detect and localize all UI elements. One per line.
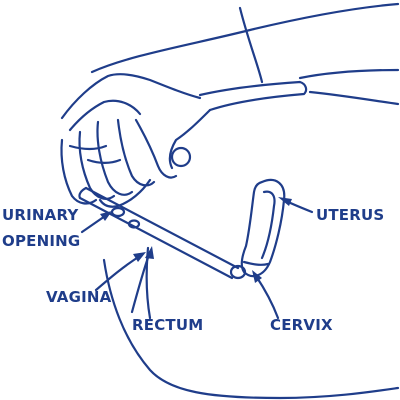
label-uterus: UTERUS xyxy=(316,206,384,224)
arm-outline xyxy=(90,2,400,112)
label-rectum: RECTUM xyxy=(132,316,203,334)
label-cervix: CERVIX xyxy=(270,316,333,334)
leader-lines xyxy=(80,197,314,320)
label-vagina: VAGINA xyxy=(46,288,112,306)
label-urinary-line2: OPENING xyxy=(2,232,80,250)
hand xyxy=(60,73,212,229)
speculum-instrument xyxy=(78,186,247,280)
label-urinary-line1: URINARY xyxy=(2,206,79,224)
uterus-shape xyxy=(240,178,286,278)
